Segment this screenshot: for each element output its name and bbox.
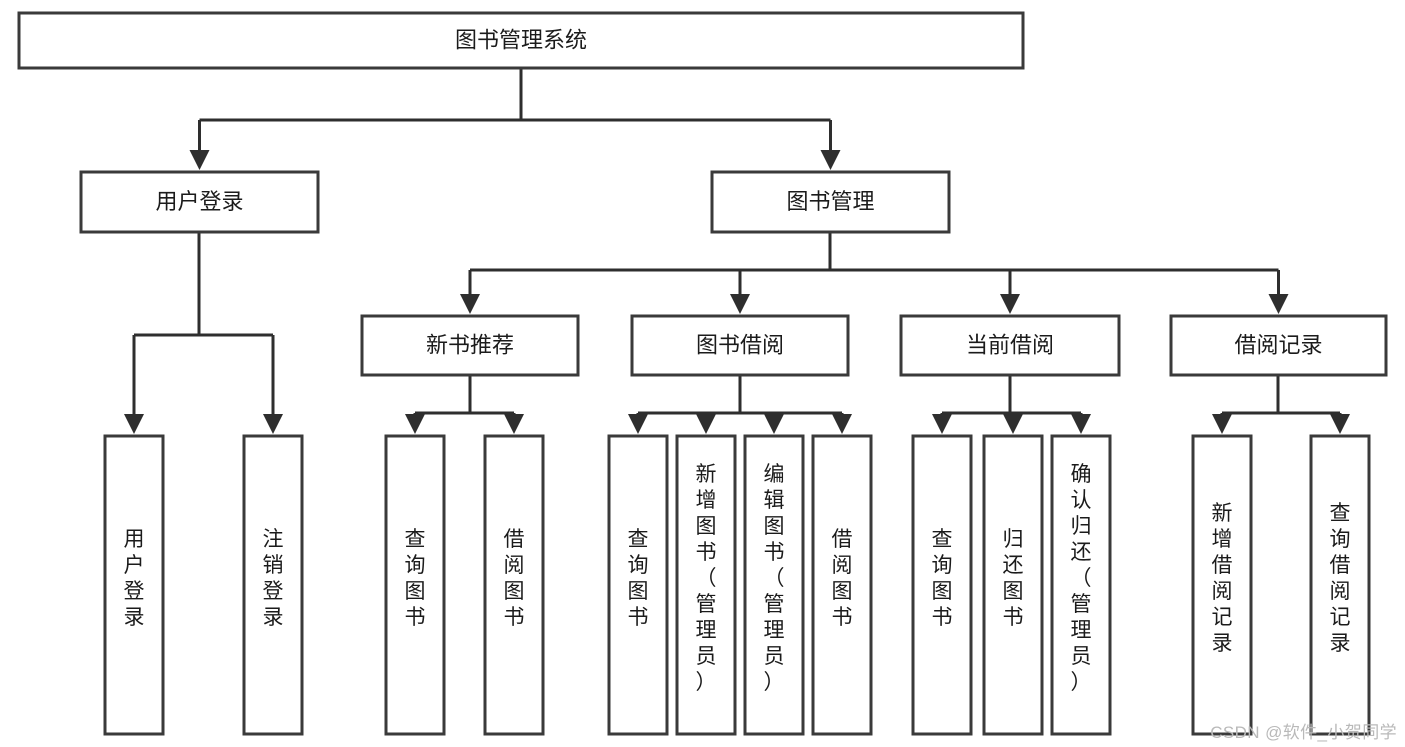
edge-arrowhead	[932, 414, 952, 434]
node-label: 当前借阅	[966, 332, 1054, 357]
csdn-watermark: CSDN @软件_小贺同学	[1210, 723, 1397, 742]
node-label: 确认归还（管理员）	[1071, 463, 1092, 694]
edges-layer	[124, 68, 1350, 434]
node-leaf-return-book[interactable]: 归还图书	[982, 434, 1044, 736]
node-label: 归还图书	[1003, 528, 1024, 629]
node-box	[384, 434, 446, 736]
node-leaf-query-book-2[interactable]: 查询图书	[607, 434, 669, 736]
edge-arrowhead	[696, 414, 716, 434]
node-box	[743, 434, 805, 736]
node-leaf-confirm-return[interactable]: 确认归还（管理员）	[1050, 434, 1112, 736]
node-label: 用户登录	[155, 189, 243, 214]
node-label: 图书管理	[786, 189, 874, 214]
node-root[interactable]: 图书管理系统	[17, 11, 1025, 70]
node-box	[911, 434, 973, 736]
node-leaf-borrow-book-1[interactable]: 借阅图书	[483, 434, 545, 736]
edge-arrowhead	[832, 414, 852, 434]
edge-arrowhead	[1268, 294, 1289, 314]
edge-arrowhead	[405, 414, 425, 434]
node-label: 查询图书	[932, 528, 953, 629]
edge-arrowhead	[1000, 294, 1020, 314]
node-label: 查询图书	[628, 528, 649, 629]
node-leaf-query-book-3[interactable]: 查询图书	[911, 434, 973, 736]
edge-arrowhead	[730, 294, 750, 314]
node-label: 新增借阅记录	[1212, 502, 1233, 655]
node-label: 新增图书（管理员）	[696, 463, 717, 694]
node-box	[899, 314, 1121, 377]
node-box	[1169, 314, 1388, 377]
node-leaf-query-record[interactable]: 查询借阅记录	[1309, 434, 1371, 736]
node-box	[103, 434, 165, 736]
node-label: 查询图书	[405, 528, 426, 629]
edge-arrowhead	[820, 150, 841, 170]
edge-arrowhead	[628, 414, 648, 434]
node-label: 图书借阅	[696, 332, 784, 357]
node-new-book-rec[interactable]: 新书推荐	[360, 314, 580, 377]
node-leaf-add-record[interactable]: 新增借阅记录	[1191, 434, 1253, 736]
node-leaf-edit-book[interactable]: 编辑图书（管理员）	[743, 434, 805, 736]
node-label: 借阅图书	[504, 528, 525, 629]
node-leaf-user-login[interactable]: 用户登录	[103, 434, 165, 736]
node-label: 注销登录	[263, 528, 284, 629]
edge-arrowhead	[1330, 414, 1350, 434]
node-box	[630, 314, 850, 377]
node-leaf-logout[interactable]: 注销登录	[242, 434, 304, 736]
node-book-manage[interactable]: 图书管理	[710, 170, 951, 234]
node-box	[360, 314, 580, 377]
node-label: 新书推荐	[426, 332, 514, 357]
edge-arrowhead	[460, 294, 480, 314]
node-label: 用户登录	[124, 528, 145, 629]
node-leaf-add-book[interactable]: 新增图书（管理员）	[675, 434, 737, 736]
edge-arrowhead	[124, 414, 144, 434]
node-box	[811, 434, 873, 736]
node-label: 借阅记录	[1234, 332, 1322, 357]
edge-arrowhead	[189, 150, 210, 170]
node-box	[710, 170, 951, 234]
node-box	[1309, 434, 1371, 736]
node-leaf-borrow-book-2[interactable]: 借阅图书	[811, 434, 873, 736]
node-box	[982, 434, 1044, 736]
nodes-layer: 图书管理系统用户登录图书管理新书推荐图书借阅当前借阅借阅记录用户登录注销登录查询…	[17, 11, 1388, 736]
edge-arrowhead	[1071, 414, 1091, 434]
edge-arrowhead	[1212, 414, 1232, 434]
node-label: 编辑图书（管理员）	[764, 463, 785, 694]
node-box	[242, 434, 304, 736]
node-box	[607, 434, 669, 736]
edge-arrowhead	[504, 414, 524, 434]
node-box	[1191, 434, 1253, 736]
node-box	[17, 11, 1025, 70]
node-label: 查询借阅记录	[1330, 502, 1351, 655]
node-current-borrow[interactable]: 当前借阅	[899, 314, 1121, 377]
node-box	[483, 434, 545, 736]
edge-arrowhead	[263, 414, 283, 434]
node-book-borrow[interactable]: 图书借阅	[630, 314, 850, 377]
node-leaf-query-book-1[interactable]: 查询图书	[384, 434, 446, 736]
node-label: 借阅图书	[832, 528, 853, 629]
node-box	[675, 434, 737, 736]
node-box	[79, 170, 320, 234]
edge-arrowhead	[1003, 414, 1023, 434]
node-user-login[interactable]: 用户登录	[79, 170, 320, 234]
node-borrow-record[interactable]: 借阅记录	[1169, 314, 1388, 377]
node-label: 图书管理系统	[455, 27, 587, 52]
edge-arrowhead	[764, 414, 784, 434]
node-box	[1050, 434, 1112, 736]
